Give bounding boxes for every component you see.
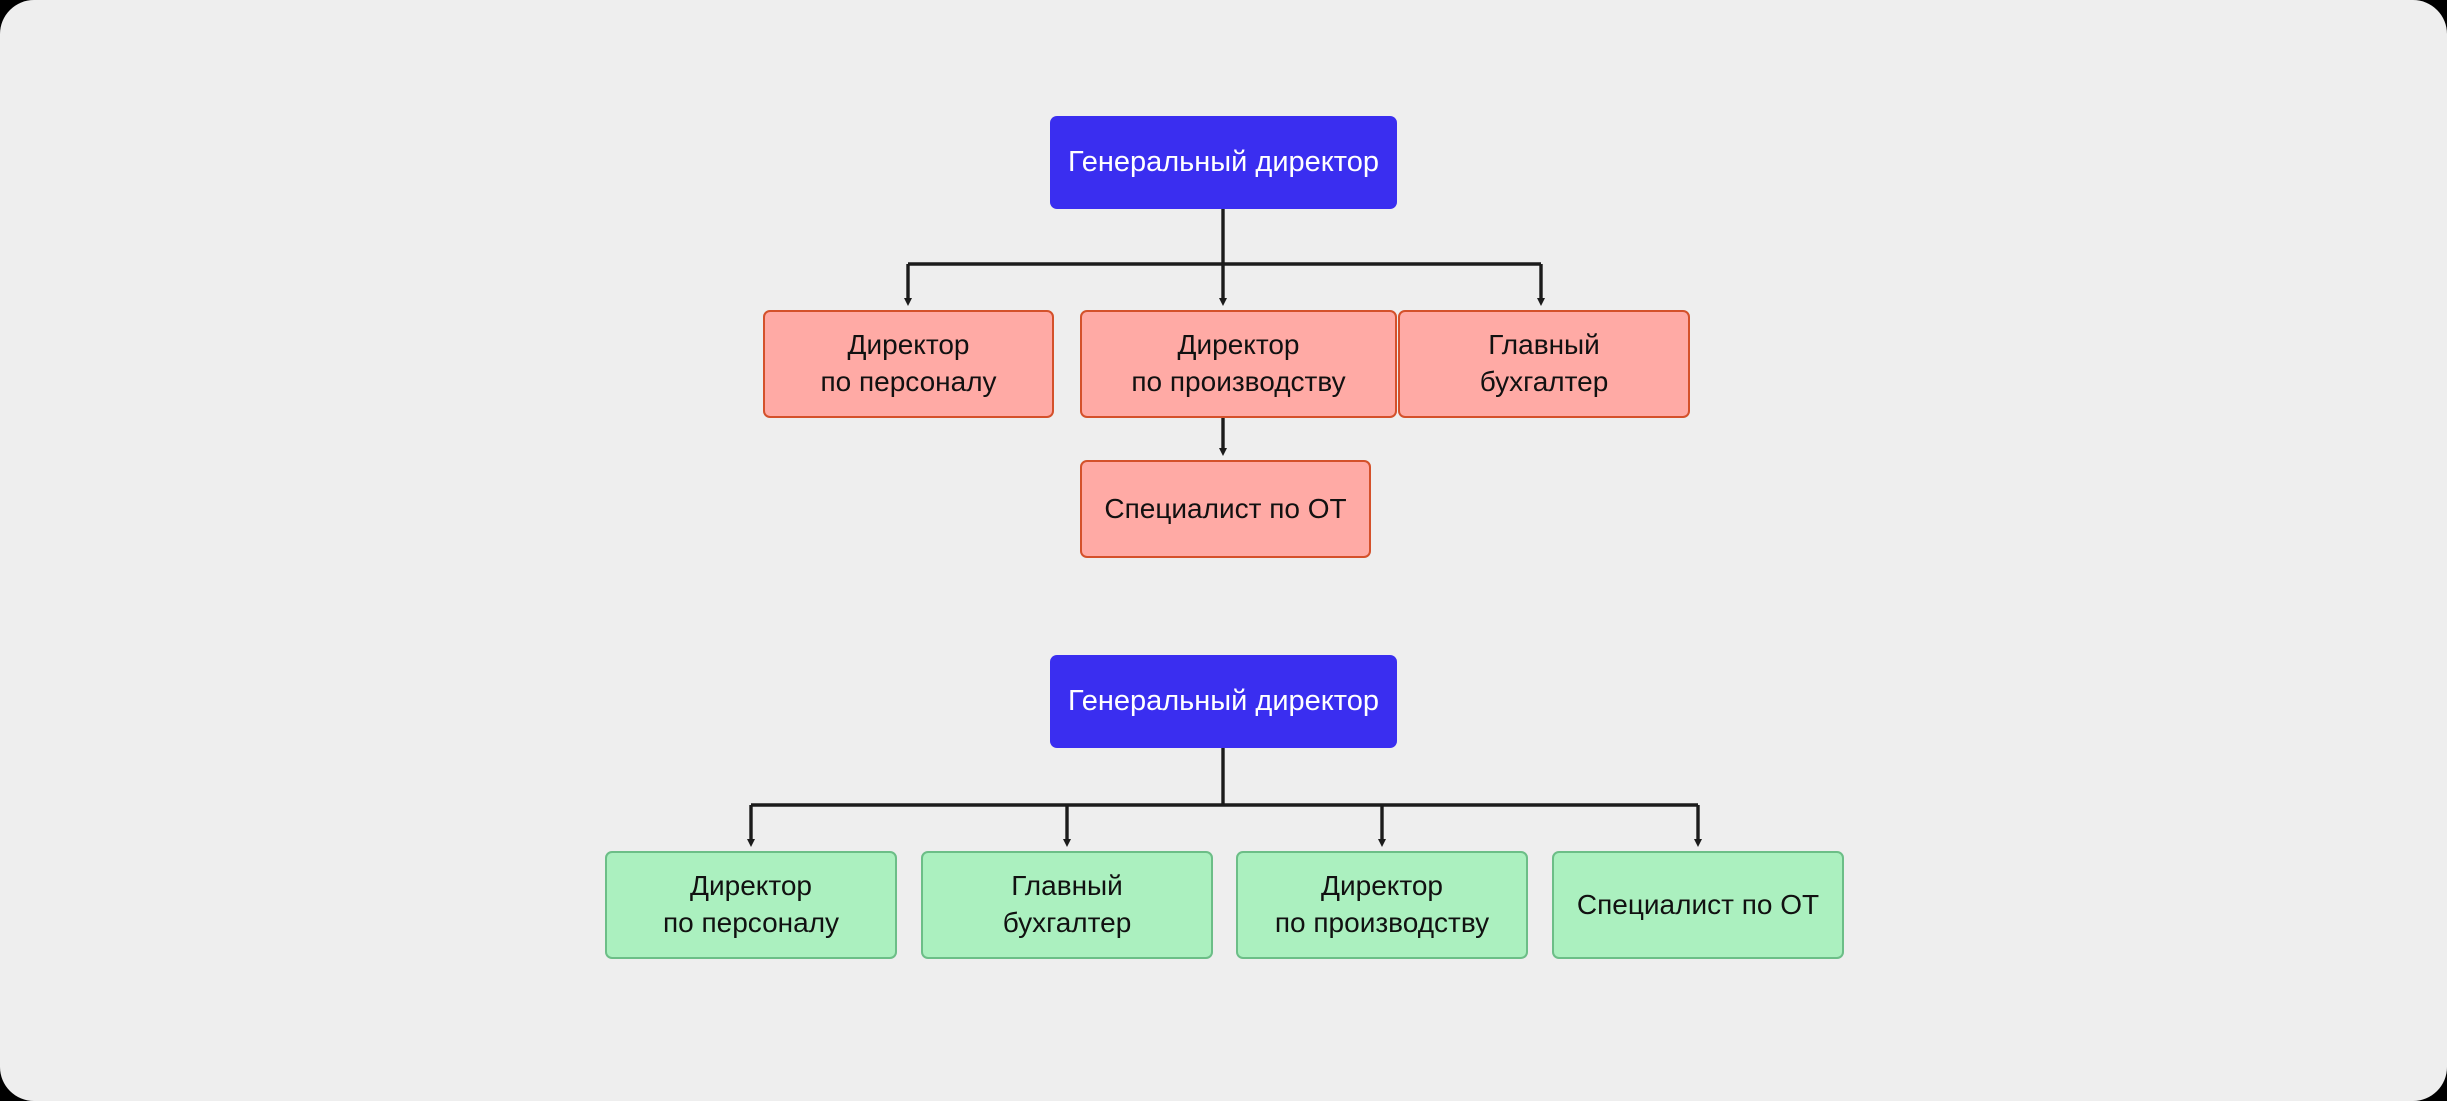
node-label: Генеральный директор xyxy=(1067,685,1380,718)
node-root-ceo-2[interactable]: Генеральный директор xyxy=(1050,655,1397,748)
node-chief-accountant-1[interactable]: Главный бухгалтер xyxy=(1398,310,1690,418)
node-chief-accountant-2[interactable]: Главный бухгалтер xyxy=(921,851,1213,959)
node-label: Директор по производству xyxy=(1131,329,1346,397)
node-root-ceo-1[interactable]: Генеральный директор xyxy=(1050,116,1397,209)
node-label: Главный бухгалтер xyxy=(1002,870,1132,938)
node-label: Директор по производству xyxy=(1274,870,1490,938)
node-safety-specialist-2[interactable]: Специалист по ОТ xyxy=(1552,851,1844,959)
node-production-director-1[interactable]: Директор по производству xyxy=(1080,310,1397,418)
node-label: Специалист по ОТ xyxy=(1576,888,1820,920)
node-label: Директор по персоналу xyxy=(662,870,840,938)
node-label: Генеральный директор xyxy=(1067,146,1380,179)
node-hr-director-2[interactable]: Директор по персоналу xyxy=(605,851,897,959)
node-production-director-2[interactable]: Директор по производству xyxy=(1236,851,1528,959)
node-label: Специалист по ОТ xyxy=(1104,492,1347,524)
node-label: Главный бухгалтер xyxy=(1479,329,1609,397)
node-safety-specialist-1[interactable]: Специалист по ОТ xyxy=(1080,460,1371,558)
node-label: Директор по персоналу xyxy=(820,329,997,397)
node-hr-director-1[interactable]: Директор по персоналу xyxy=(763,310,1054,418)
